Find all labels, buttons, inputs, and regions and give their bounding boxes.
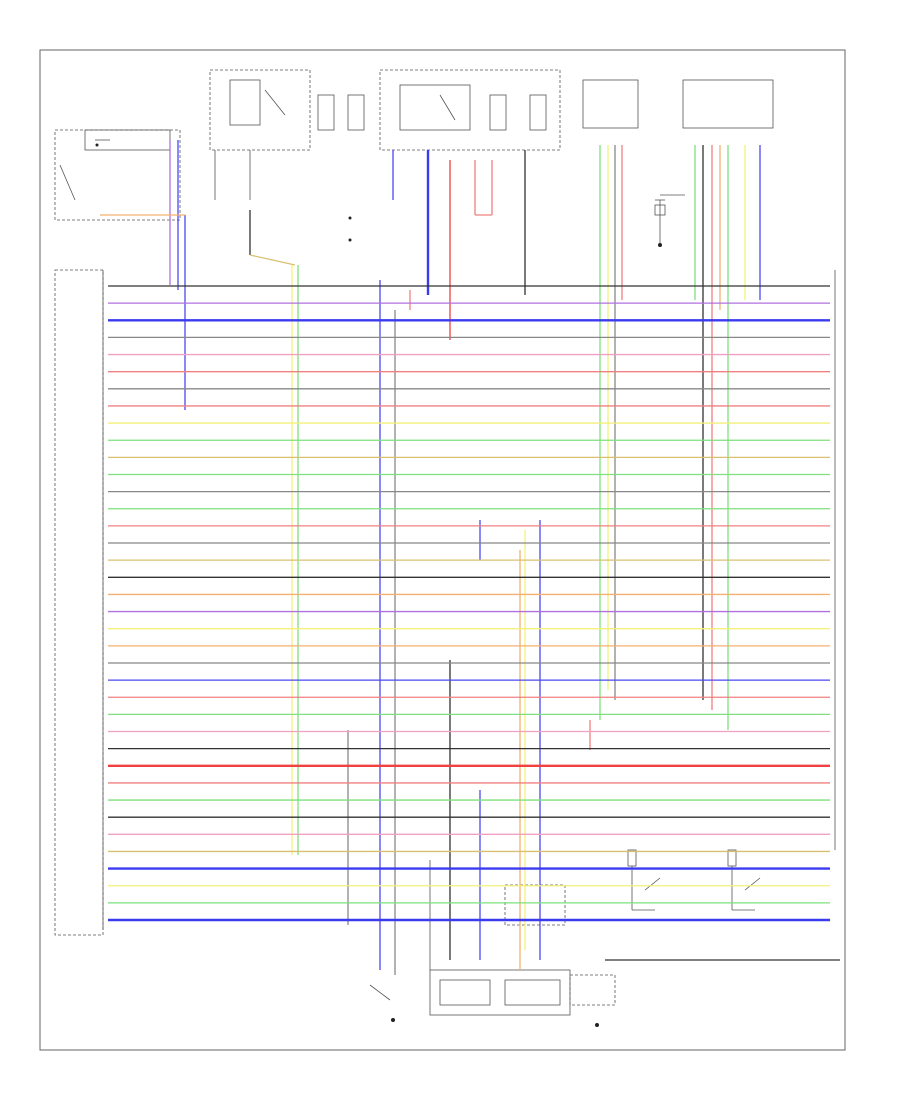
junction-dot [348, 238, 352, 242]
fuse-box-right [348, 69, 561, 242]
vertical-wires [100, 140, 840, 975]
throttle-body [429, 860, 571, 1016]
sensor-top-1 [582, 79, 639, 129]
diagram-frame [39, 49, 846, 1051]
ground-symbol-top-right [654, 194, 685, 247]
ecm-outline [54, 269, 104, 936]
harness-rows [108, 285, 830, 922]
junction-dot [95, 143, 99, 147]
bottom-sensor-mid [569, 974, 616, 1027]
junction-dot [348, 216, 352, 220]
fuse-box-left [209, 69, 365, 200]
bottom-sensor-left [369, 984, 395, 1022]
switch-right-2 [727, 849, 761, 911]
top-left-relay [54, 129, 181, 221]
sensor-top-2 [682, 79, 774, 129]
switch-right-1 [627, 849, 661, 911]
